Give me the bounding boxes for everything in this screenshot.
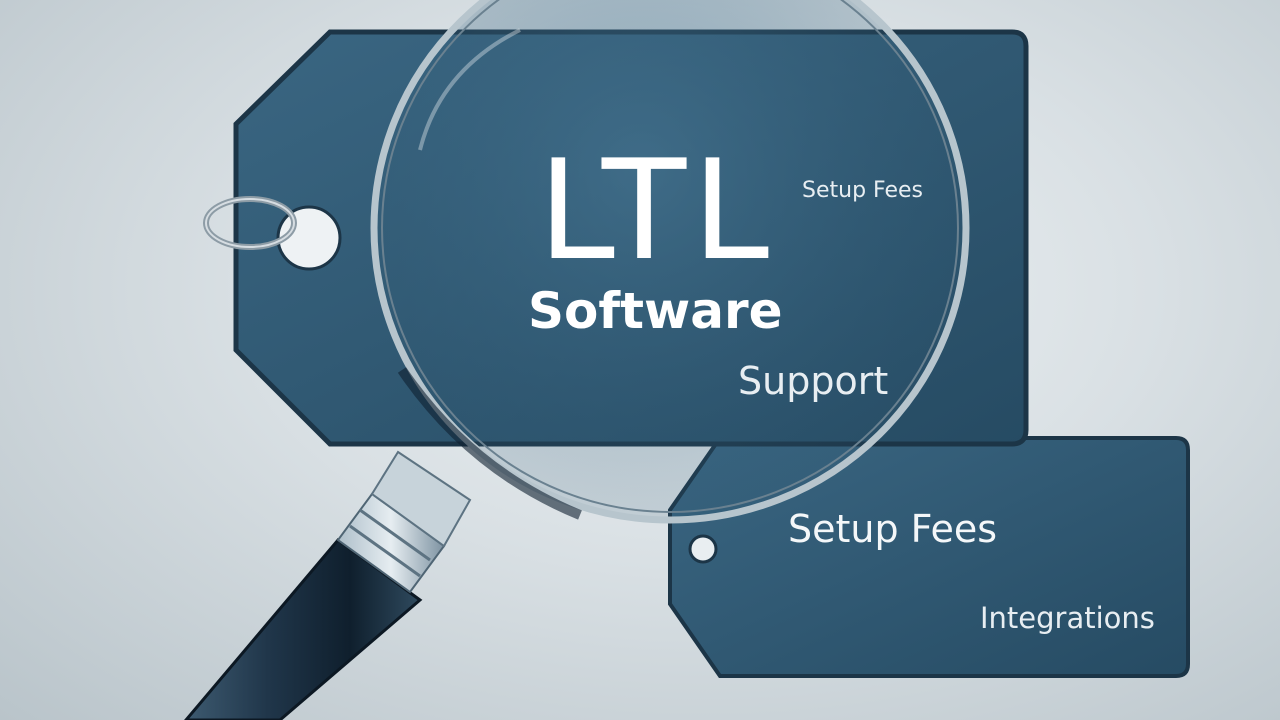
key-ring-icon (203, 196, 297, 250)
magnifying-glass-icon (184, 0, 970, 720)
small-price-tag (668, 436, 1190, 678)
tag-title: LTL (538, 130, 776, 291)
tag-support-label: Support (738, 359, 889, 403)
small-tag-integrations: Integrations (980, 601, 1155, 635)
small-tag-hole (688, 534, 718, 564)
tag-subtitle: Software (528, 282, 783, 340)
small-tag-setup-fees: Setup Fees (788, 507, 998, 551)
tag-setup-fees-small: Setup Fees (802, 178, 924, 203)
